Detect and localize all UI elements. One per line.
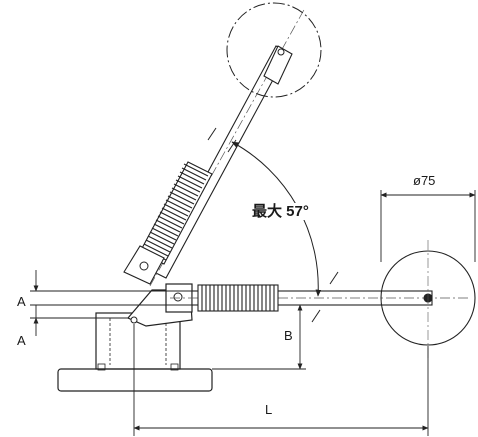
base-assembly	[57, 312, 213, 392]
raised-rod-end	[263, 45, 293, 85]
dimension-b-label: B	[284, 328, 293, 343]
break-mark	[311, 309, 321, 323]
float-horizontal	[380, 240, 476, 358]
dimension-a-upper-label: A	[17, 294, 26, 309]
break-mark	[227, 139, 237, 153]
max-angle-label: 最大 57°	[250, 203, 311, 220]
float-ball-raised	[226, 2, 322, 98]
dimension-lines	[30, 190, 476, 436]
base-plate	[57, 368, 213, 392]
dimension-l-label: L	[265, 402, 273, 417]
pivot-pin-icon	[130, 316, 138, 324]
block-bolt	[170, 363, 179, 371]
break-mark	[207, 127, 217, 141]
spring-coils-horizontal	[201, 285, 275, 311]
raised-rod-end-pin-icon	[277, 48, 285, 56]
dimension-a-lower-label: A	[17, 333, 26, 348]
break-mark	[329, 271, 339, 285]
diameter-label: ø75	[413, 173, 436, 188]
raised-arm	[123, 7, 306, 287]
block-bolt	[97, 363, 106, 371]
horizontal-arm	[170, 284, 470, 312]
clamp-bolt-icon	[173, 292, 183, 302]
raised-pivot-bolt-icon	[139, 261, 149, 271]
